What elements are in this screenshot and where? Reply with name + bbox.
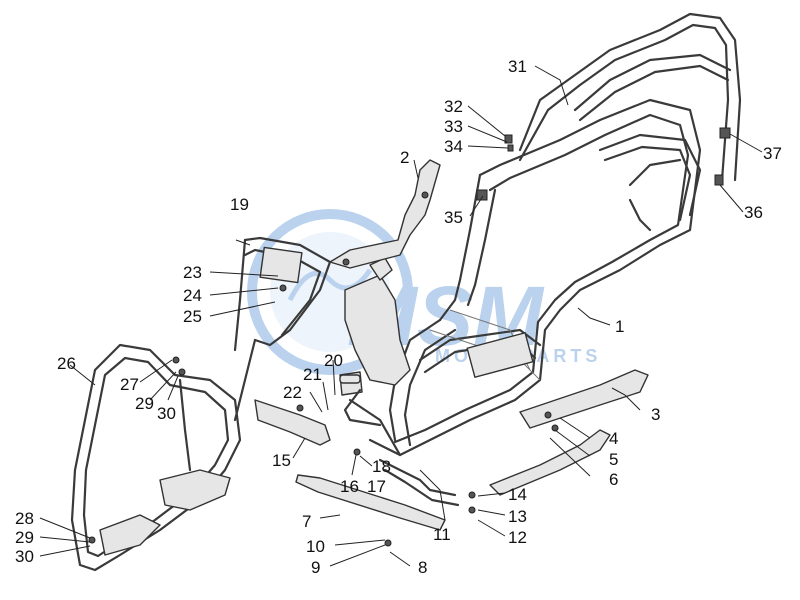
part-3-side-plate [519, 369, 649, 429]
callout-35: 35 [444, 208, 463, 227]
callout-30-lower: 30 [15, 547, 34, 566]
callout-19: 19 [230, 195, 249, 214]
part-11-bracket [378, 458, 460, 507]
callout-13: 13 [508, 507, 527, 526]
callout-9: 9 [311, 558, 320, 577]
part-6-side-plate [489, 429, 611, 496]
callout-16: 16 [340, 477, 359, 496]
callout-30-upper: 30 [157, 404, 176, 423]
part-15-bracket [254, 399, 331, 446]
part-19-subframe [233, 236, 332, 422]
callout-33: 33 [444, 117, 463, 136]
callout-34: 34 [444, 137, 463, 156]
rear-rack [518, 12, 742, 232]
callout-12: 12 [508, 528, 527, 547]
callout-8: 8 [418, 558, 427, 577]
part-26-front-guard [70, 343, 242, 572]
callout-22: 22 [283, 383, 302, 402]
callout-29-upper: 29 [135, 394, 154, 413]
callout-21: 21 [303, 365, 322, 384]
callout-37: 37 [763, 144, 782, 163]
callout-32: 32 [444, 97, 463, 116]
leader-lines [39, 65, 763, 567]
callout-2: 2 [400, 148, 409, 167]
callout-labels: 1 2 3 4 5 6 7 8 9 10 11 12 13 14 15 16 1… [15, 57, 782, 577]
callout-29-lower: 29 [15, 528, 34, 547]
callout-7: 7 [302, 512, 311, 531]
callout-5: 5 [609, 450, 618, 469]
part-2-bracket [329, 159, 441, 269]
callout-36: 36 [744, 203, 763, 222]
callout-15: 15 [272, 451, 291, 470]
front-frame [339, 257, 411, 427]
callout-24: 24 [183, 286, 202, 305]
callout-31: 31 [508, 57, 527, 76]
callout-10: 10 [306, 537, 325, 556]
hardware-parts [88, 127, 731, 547]
callout-28: 28 [15, 509, 34, 528]
part-7-bar [295, 474, 446, 531]
callout-23: 23 [183, 263, 202, 282]
callout-1: 1 [615, 317, 624, 336]
callout-20: 20 [324, 351, 343, 370]
callout-14: 14 [508, 485, 527, 504]
callout-3: 3 [651, 405, 660, 424]
watermark: MSM MOTORPARTS [247, 209, 597, 375]
callout-6: 6 [609, 470, 618, 489]
main-frame [348, 98, 702, 457]
callout-11: 11 [433, 525, 451, 544]
callout-18: 18 [372, 457, 391, 476]
callout-4: 4 [609, 429, 618, 448]
callout-27: 27 [120, 375, 139, 394]
callout-17: 17 [367, 477, 386, 496]
callout-26: 26 [57, 354, 76, 373]
callout-25: 25 [183, 307, 202, 326]
